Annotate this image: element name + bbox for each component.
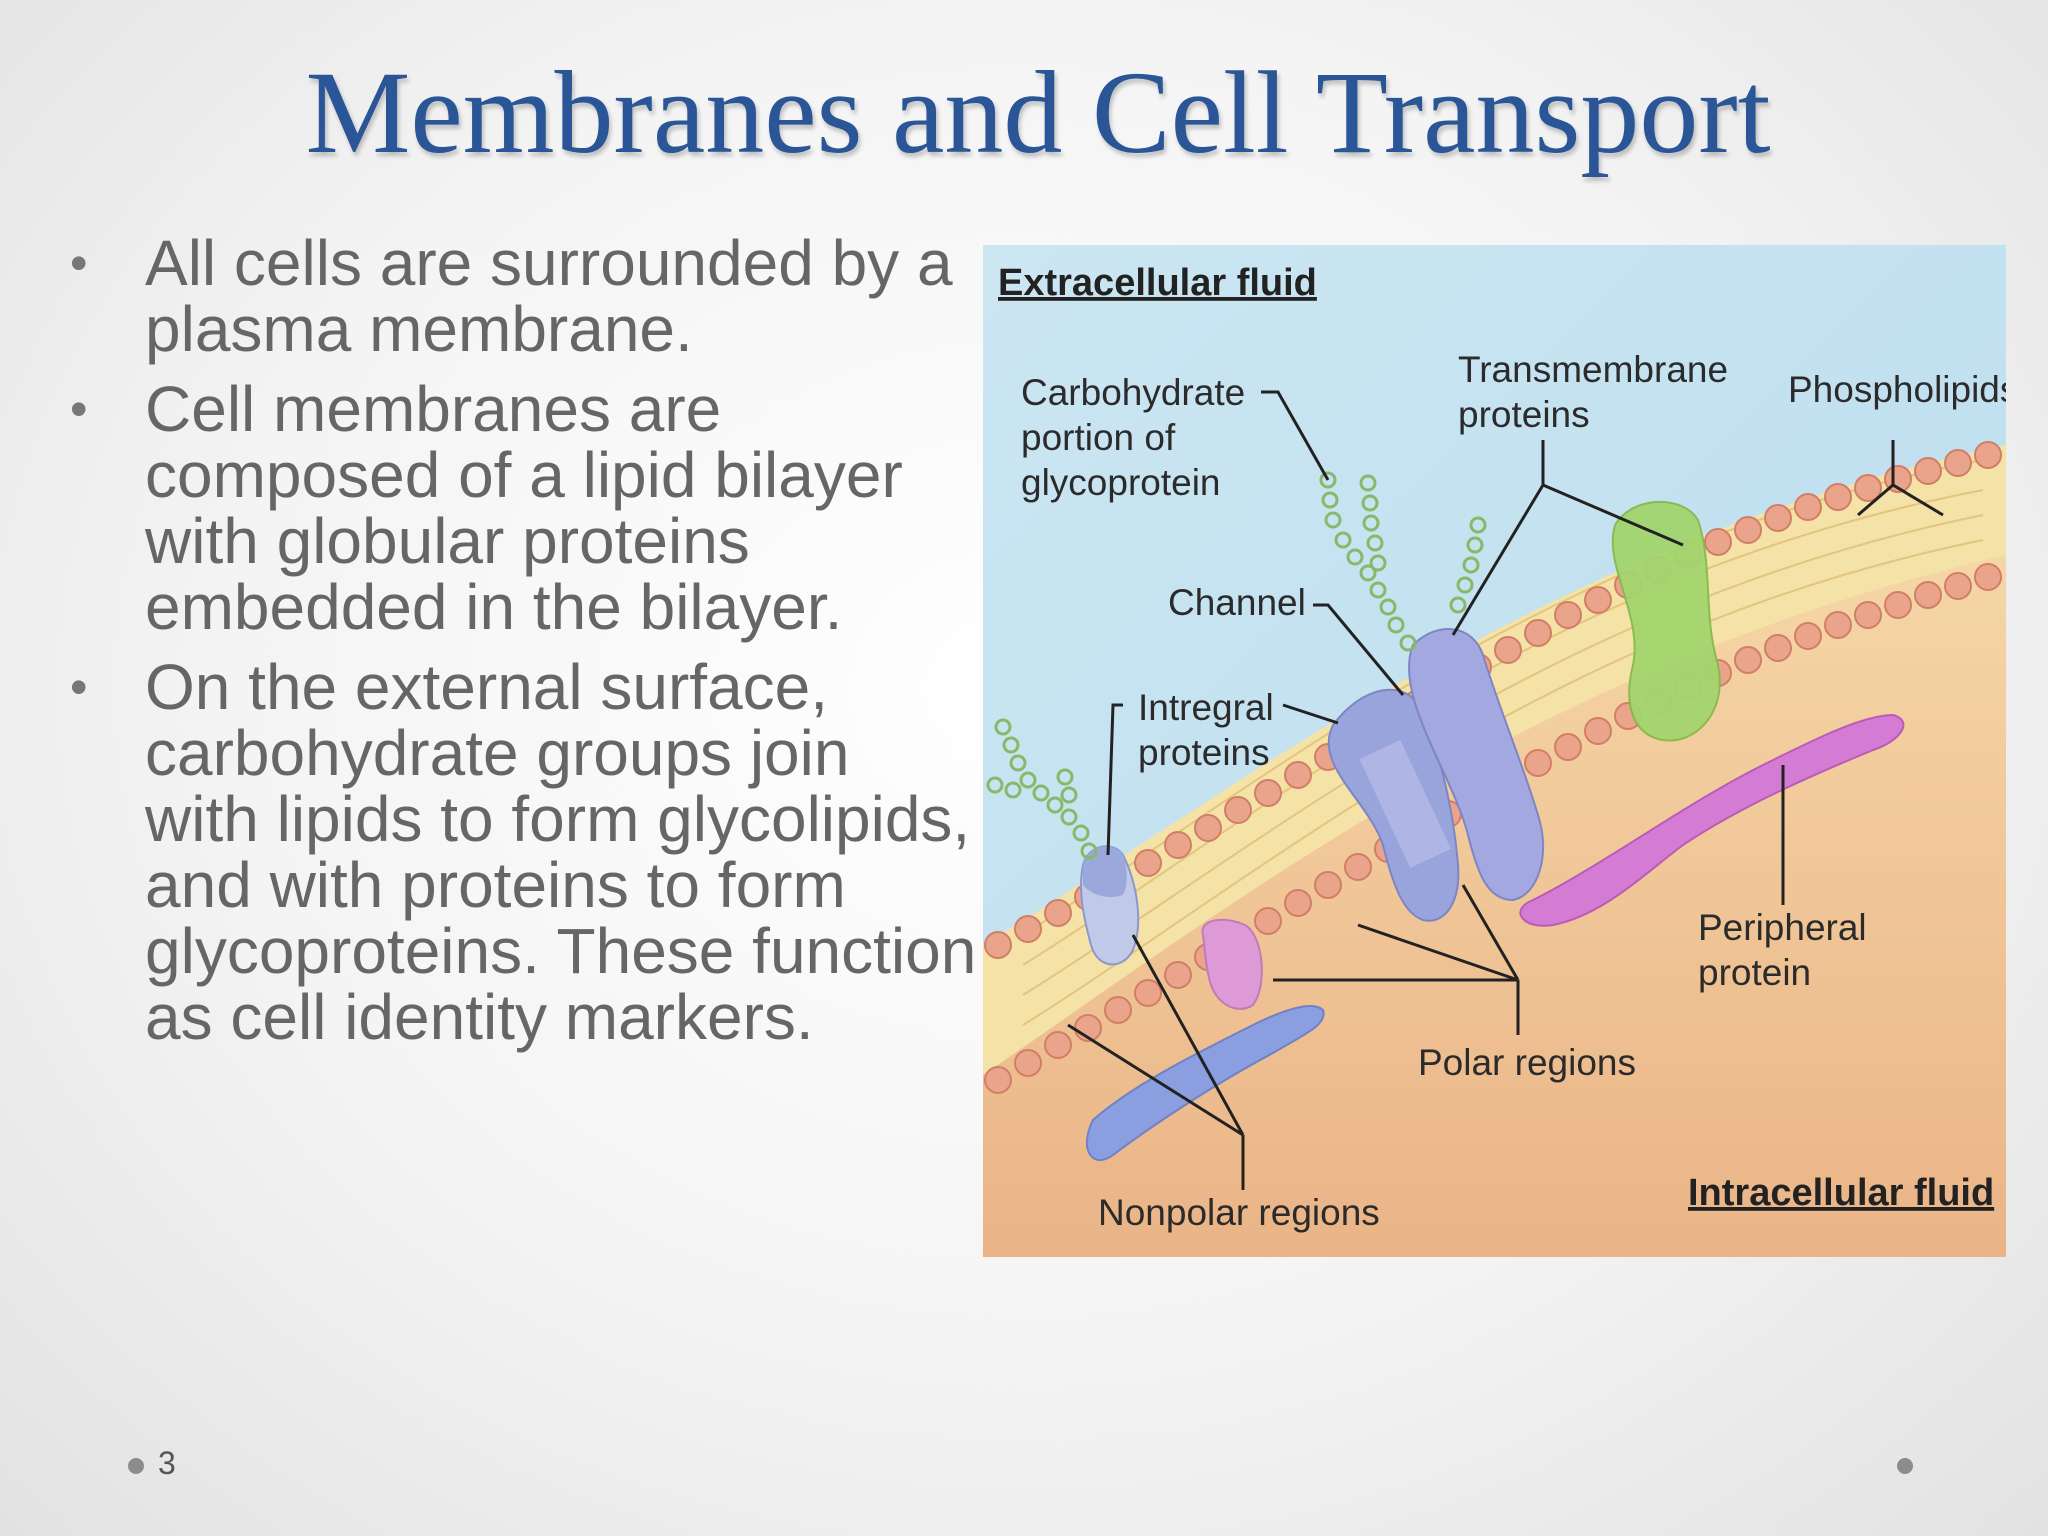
leader-phospholipids	[1857, 440, 1944, 517]
label-carbohydrate-2: portion of	[1021, 417, 1176, 458]
bullet-text: Cell membranes are composed of a lipid b…	[145, 373, 903, 643]
label-phospholipids: Phospholipids	[1788, 369, 2006, 410]
footer-left-dot-icon	[128, 1458, 144, 1474]
label-integral-2: proteins	[1138, 732, 1270, 773]
channel-protein-right	[1407, 628, 1545, 902]
label-carbohydrate-1: Carbohydrate	[1021, 372, 1245, 413]
label-peripheral-2: protein	[1698, 952, 1811, 993]
footer-right-dot-icon	[1897, 1458, 1913, 1474]
bullet-icon: •	[70, 235, 88, 291]
bullet-item: • Cell membranes are composed of a lipid …	[60, 376, 980, 640]
leader-polar	[1273, 884, 1520, 1035]
integral-protein-top	[1083, 846, 1127, 897]
leader-nonpolar	[1067, 934, 1245, 1190]
label-peripheral-1: Peripheral	[1698, 907, 1867, 948]
blue-peripheral-protein	[1085, 1005, 1325, 1161]
page-number: 3	[158, 1445, 176, 1481]
leader-carbohydrate	[1261, 390, 1330, 481]
channel-highlight	[1359, 740, 1452, 868]
membrane-diagram: Extracellular fluid Carbohydrate portion…	[983, 245, 2006, 1257]
leader-transmembrane	[1451, 440, 1684, 636]
label-integral-1: Intregral	[1138, 687, 1274, 728]
bullet-icon: •	[70, 381, 88, 437]
bullet-text: On the external surface, carbohydrate gr…	[145, 651, 977, 1053]
label-carbohydrate-3: glycoprotein	[1021, 462, 1221, 503]
bullet-text: All cells are surrounded by a plasma mem…	[145, 227, 953, 365]
label-extracellular: Extracellular fluid	[998, 262, 1317, 304]
peripheral-protein	[1519, 713, 1905, 927]
bullet-item: • On the external surface, carbohydrate g…	[60, 654, 980, 1050]
leader-integral	[1106, 703, 1339, 856]
green-transmembrane-protein	[1611, 500, 1721, 742]
small-pink-protein	[1201, 918, 1263, 1010]
bullet-item: • All cells are surrounded by a plasma me…	[60, 230, 980, 362]
membrane-diagram-svg: Extracellular fluid Carbohydrate portion…	[983, 245, 2006, 1257]
bullet-icon: •	[70, 659, 88, 715]
carbohydrate-chains	[986, 471, 1487, 860]
label-transmembrane-1: Transmembrane	[1458, 349, 1728, 390]
leader-channel	[1313, 603, 1405, 696]
bullet-list: • All cells are surrounded by a plasma me…	[60, 230, 980, 1064]
lipid-tails	[983, 445, 2006, 1075]
label-nonpolar-regions: Nonpolar regions	[1098, 1192, 1380, 1233]
label-intracellular: Intracellular fluid	[1688, 1172, 1994, 1214]
label-channel: Channel	[1168, 582, 1306, 623]
label-transmembrane-2: proteins	[1458, 394, 1590, 435]
slide-title: Membranes and Cell Transport	[305, 47, 1771, 178]
label-polar-regions: Polar regions	[1418, 1042, 1636, 1083]
